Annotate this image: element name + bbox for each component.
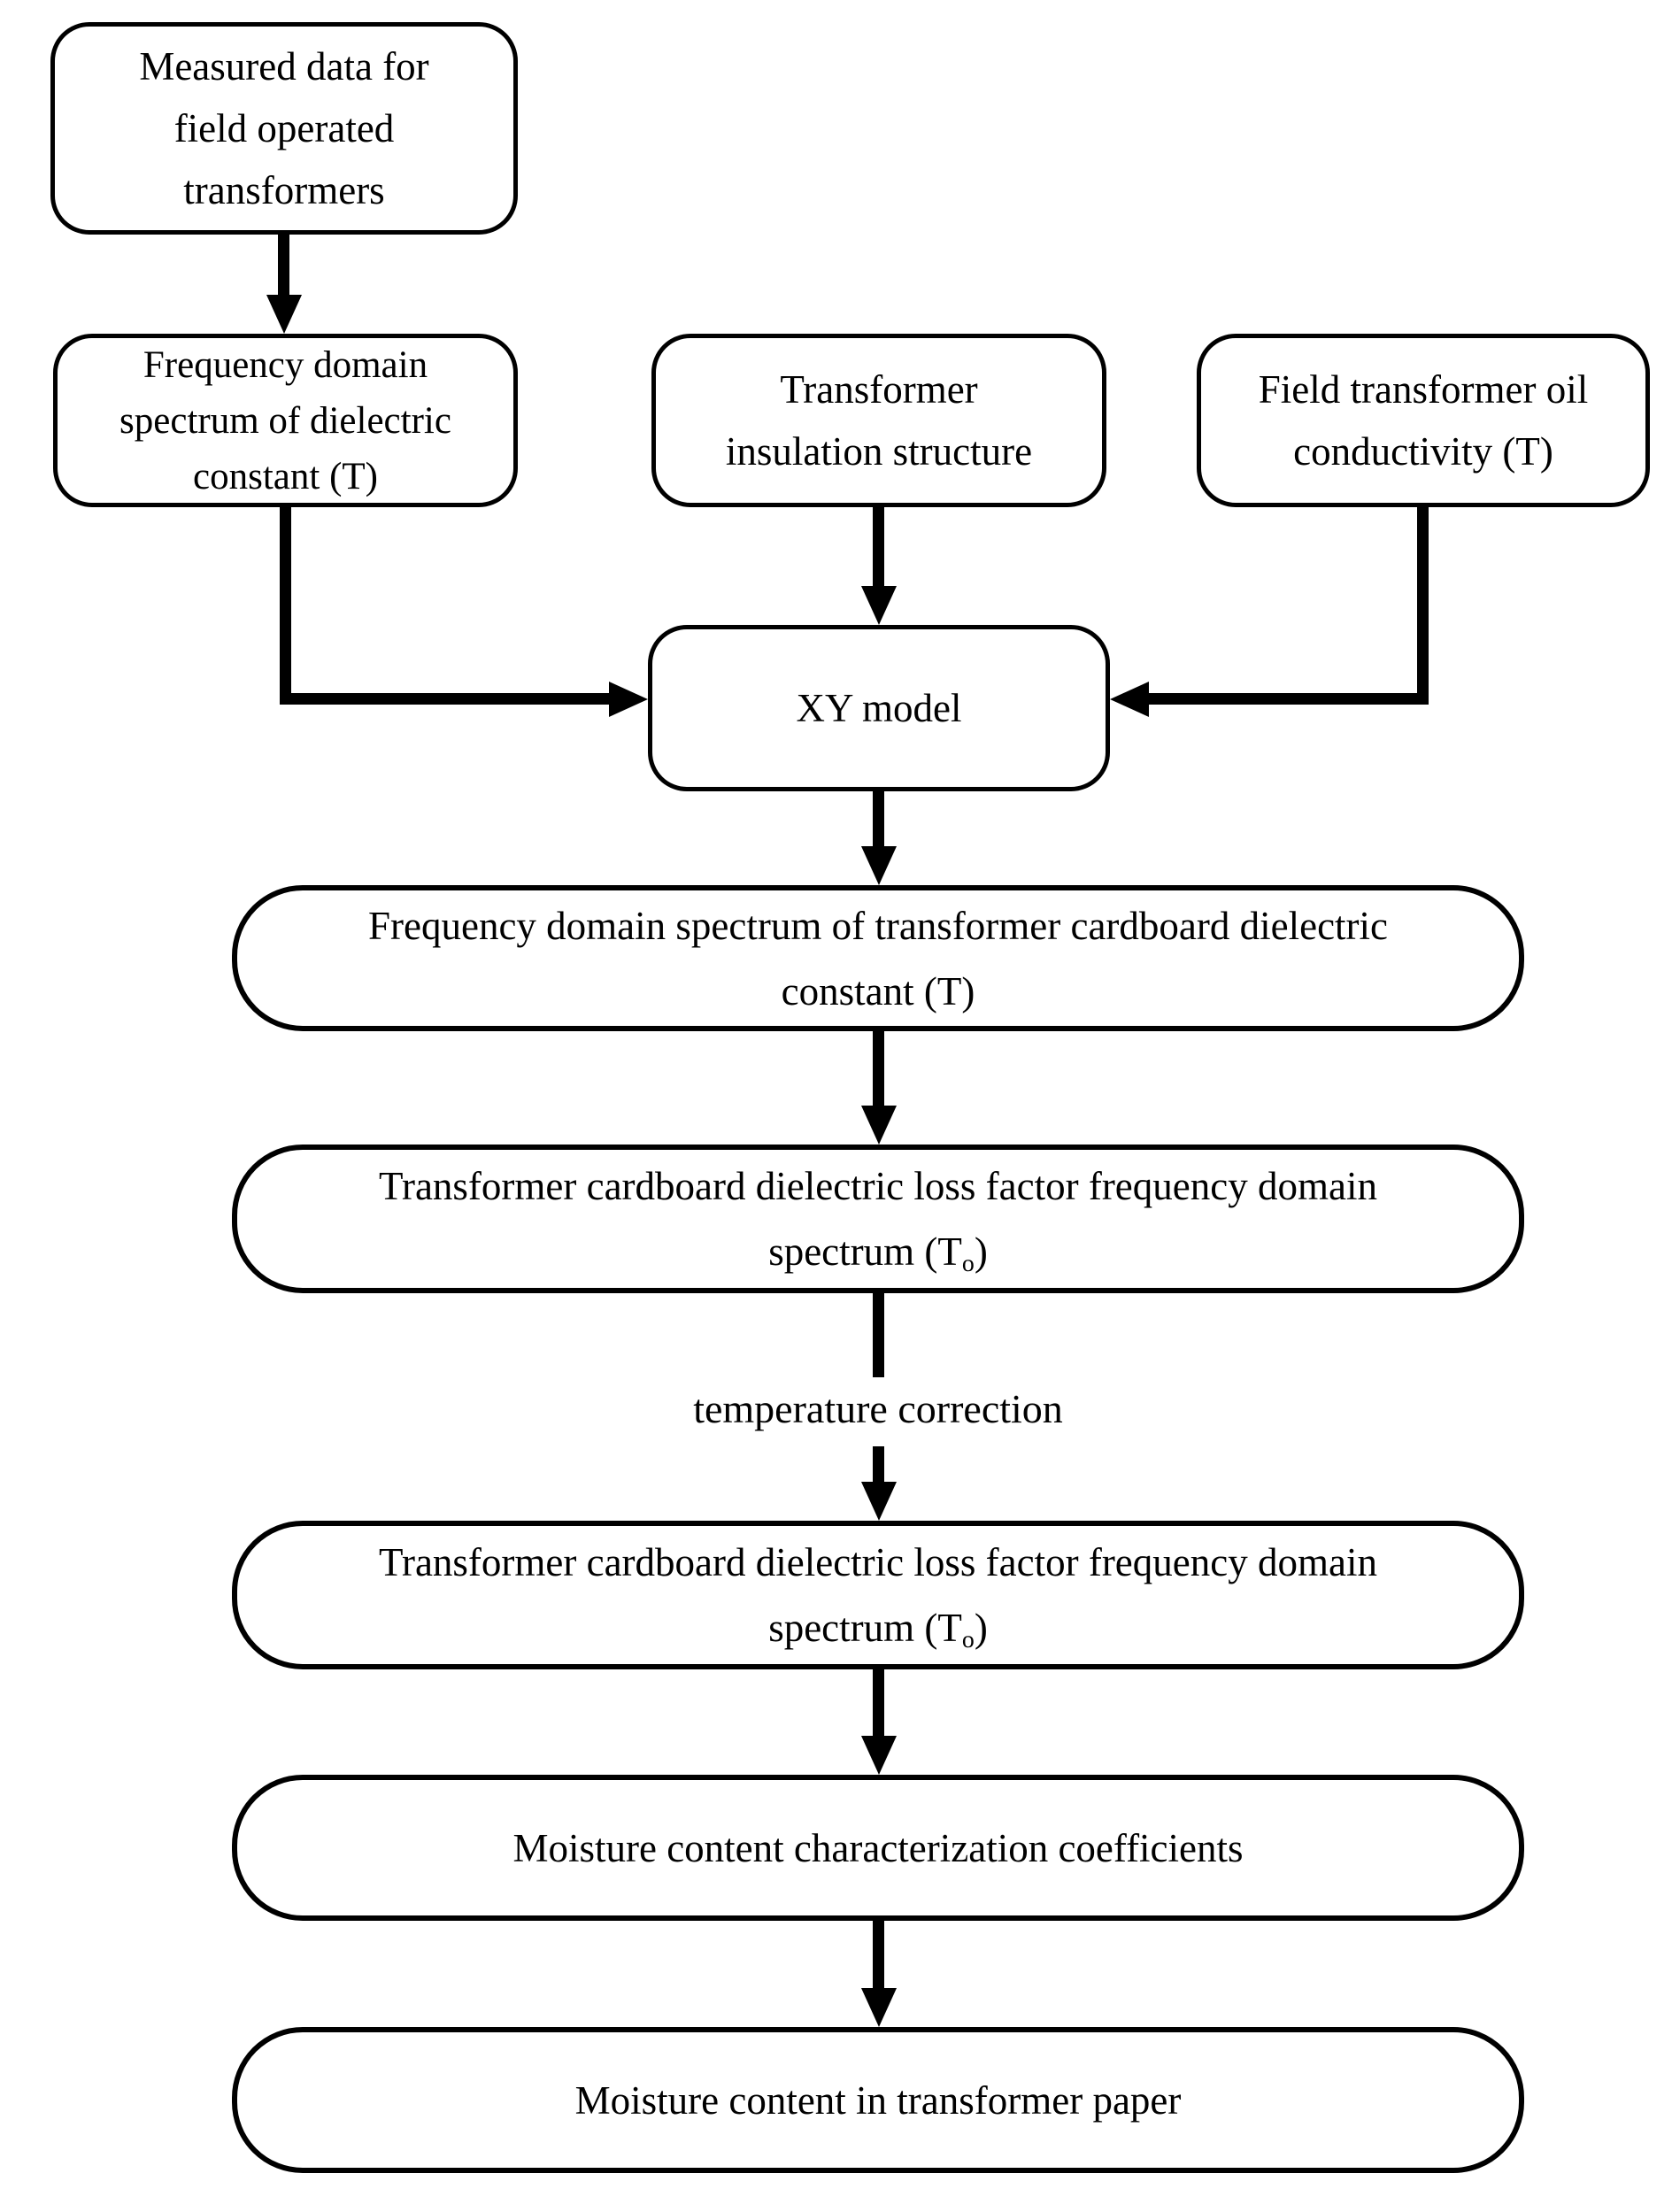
arrow-shaft — [280, 507, 291, 705]
node-text-line: transformers — [183, 168, 385, 212]
arrowhead-down-icon — [861, 586, 897, 625]
node-text-line: insulation structure — [725, 429, 1033, 474]
node-text-line: constant (T) — [781, 968, 975, 1014]
node-text-line: Transformer cardboard dielectric loss fa… — [379, 1540, 1377, 1584]
edge-label-temperature-correction: temperature correction — [435, 1377, 1321, 1441]
node-oil-conductivity: Field transformer oil conductivity (T) — [1197, 334, 1650, 507]
arrowhead-down-icon — [861, 1482, 897, 1521]
arrowhead-left-icon — [1110, 682, 1149, 717]
node-moisture-content: Moisture content in transformer paper — [232, 2027, 1524, 2173]
node-moisture-coefficients: Moisture content characterization coeffi… — [232, 1775, 1524, 1921]
arrow-shaft — [873, 1446, 884, 1484]
arrowhead-down-icon — [861, 846, 897, 885]
arrow-shaft — [873, 791, 884, 848]
node-measured-data: Measured data for field operated transfo… — [50, 22, 518, 235]
node-text-line: XY model — [796, 686, 962, 730]
node-loss-spectrum-measured: Transformer cardboard dielectric loss fa… — [232, 1145, 1524, 1293]
node-text-line: conductivity (T) — [1293, 429, 1553, 474]
node-text-line: spectrum (To) — [768, 1606, 988, 1653]
arrow-shaft — [873, 507, 884, 586]
arrow-shaft — [280, 693, 609, 705]
subscript-o: o — [961, 1625, 975, 1653]
node-text-line: Moisture content in transformer paper — [574, 2077, 1182, 2123]
arrowhead-down-icon — [861, 1736, 897, 1775]
arrow-shaft — [873, 1293, 884, 1377]
node-xy-model: XY model — [648, 625, 1110, 791]
node-text-line: Transformer — [780, 367, 978, 412]
arrow-shaft — [278, 235, 289, 297]
arrow-shaft — [873, 1921, 884, 1990]
arrowhead-down-icon — [861, 1988, 897, 2027]
node-insulation-structure: Transformer insulation structure — [651, 334, 1106, 507]
node-freq-spectrum-dielectric: Frequency domain spectrum of dielectric … — [53, 334, 518, 507]
node-text-line: Frequency domain — [143, 343, 428, 386]
node-text-line: field operated — [173, 106, 395, 150]
arrow-shaft — [873, 1669, 884, 1738]
subscript-o: o — [961, 1249, 975, 1277]
node-loss-spectrum-corrected: Transformer cardboard dielectric loss fa… — [232, 1521, 1524, 1669]
node-text-line: Measured data for — [139, 44, 429, 89]
arrowhead-down-icon — [861, 1106, 897, 1145]
node-cardboard-dielectric-spectrum: Frequency domain spectrum of transformer… — [232, 885, 1524, 1031]
arrowhead-right-icon — [609, 682, 648, 717]
node-text-line: Moisture content characterization coeffi… — [512, 1825, 1244, 1870]
node-text-line: Frequency domain spectrum of transformer… — [367, 903, 1389, 948]
arrow-shaft — [873, 1031, 884, 1107]
arrow-shaft — [1149, 693, 1429, 705]
node-text-line: constant (T) — [193, 455, 378, 497]
node-text-line: spectrum of dielectric — [119, 399, 451, 442]
node-text-line: spectrum (To) — [768, 1229, 988, 1277]
arrowhead-down-icon — [266, 295, 302, 334]
node-text-line: Field transformer oil — [1258, 367, 1589, 412]
arrow-shaft — [1417, 507, 1429, 705]
node-text-line: Transformer cardboard dielectric loss fa… — [379, 1164, 1377, 1208]
